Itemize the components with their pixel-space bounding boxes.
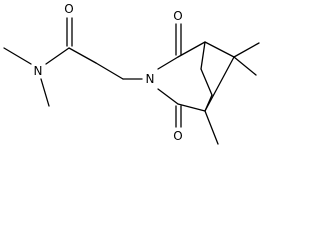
atom-label-n-amide: N [34,64,43,78]
bond-bridgehead-bottom-methyl [204,110,219,145]
bond-c-bottom-bridgehead-bottom [177,103,206,112]
bond-n-amide-methyl2 [40,78,50,107]
bond-cme2-methyl-lower [233,56,257,76]
bond-bridgehead-top-cme2 [204,41,235,58]
bond-ch2-ch2-cage [200,68,213,96]
bond-cme2-bridgehead-bottom [204,56,235,112]
bond-carbonyl-ch2 [68,47,97,64]
atom-label-o-imide-bottom: O [173,129,182,143]
bond-bridgehead-top-ch2 [200,41,206,70]
chemical-structure: N O N O O [0,0,276,155]
bond-methyl1-n-amide [3,47,32,65]
bond-ch2-bridgehead-bottom [204,94,213,112]
atom-label-o-amide: O [64,2,73,16]
atom-label-o-imide-top: O [173,9,182,23]
bond-n-amide-carbonyl [45,47,70,65]
atom-label-n-imide: N [146,72,155,86]
bond-c-top-bridgehead-top [177,41,206,58]
bond-n-imide-c-bottom [157,88,179,105]
bond-n-imide-c-top [157,56,179,70]
bond-ch2-ch2 [95,62,124,80]
bond-cme2-methyl-upper [233,42,260,58]
canvas-background [0,0,276,155]
